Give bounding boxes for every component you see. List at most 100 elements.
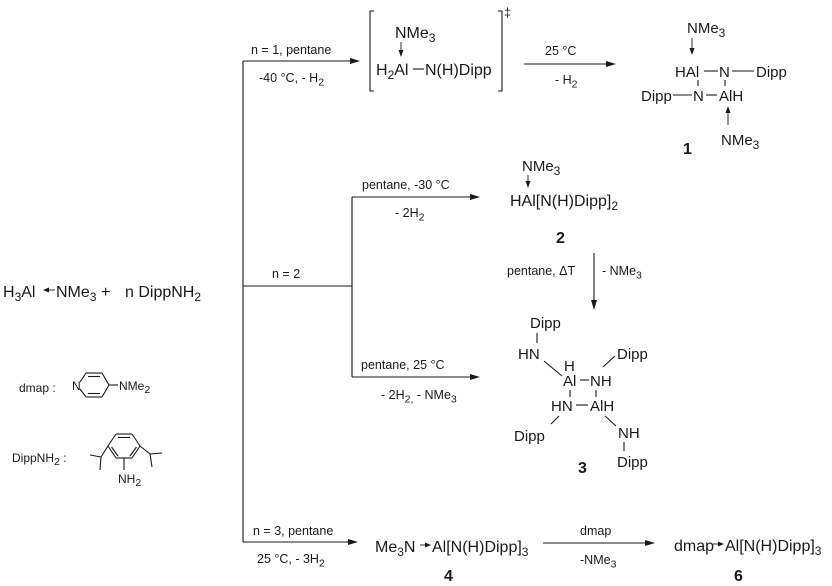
c3-bond-al-nh-bottom-right — [604, 415, 617, 427]
n2-lower-below-text-a: - 2H — [381, 388, 405, 402]
c4-formula: Me3N — [375, 539, 415, 559]
legend-dippnh2: DippNH2 : NH2 — [12, 433, 163, 489]
dippnh2-amine: NH2 — [118, 472, 141, 489]
right-bracket — [498, 10, 503, 92]
c1-top-amine: NMe3 — [687, 20, 726, 40]
dippnh2-label: DippNH2 : — [12, 451, 67, 468]
arrow-int-to-1-head-icon — [606, 61, 616, 67]
arrow-n3-head-icon — [348, 539, 358, 545]
c1-top-dative-arrowhead-icon — [689, 48, 695, 55]
compound-4: Me3N Al[N(H)Dipp]3 4 — [375, 539, 529, 585]
c1-bottom-amine-subscript: 3 — [753, 138, 760, 152]
c1-dipp-right: Dipp — [756, 64, 787, 81]
amine-subscript: 3 — [90, 290, 97, 304]
plus-sign: + — [101, 284, 110, 301]
pyridine-ring-icon — [79, 372, 118, 398]
n2-lower-below-text-b: - NMe — [413, 388, 451, 402]
compound-6: dmap Al[N(H)Dipp]3 6 — [674, 538, 822, 585]
n2-lower-below-subscript-b: 3 — [451, 394, 457, 406]
c1-n-top: N — [719, 64, 730, 81]
c4-al-subscript: 3 — [522, 545, 529, 559]
int-al-text: Al — [394, 62, 408, 79]
c1-n-bottom: N — [693, 88, 704, 105]
arrow-2-to-3-head-icon — [591, 300, 597, 310]
int-to-1-conditions-below: - H2 — [555, 73, 578, 91]
c3-hn-bottom: HN — [551, 398, 573, 415]
ring-bond — [107, 445, 117, 459]
int-h-text: H — [376, 62, 388, 79]
c3-al-bottom: AlH — [590, 398, 614, 415]
n2-lower-below-subscript-a: 2, — [405, 394, 414, 406]
step-intermediate-to-1: 25 °C - H2 — [524, 44, 616, 91]
branch-labels: n = 1, pentane -40 °C, - H2 n = 2 pentan… — [251, 43, 457, 570]
step-2-to-3-right-text: - NMe — [602, 264, 636, 278]
int-to-1-below-text: - H — [555, 73, 572, 87]
c2-formula-text: HAl[N(H)Dipp] — [510, 193, 611, 210]
transition-dagger: ‡ — [504, 6, 511, 20]
dippnh2-amine-subscript: 2 — [135, 477, 141, 489]
compound-2-number: 2 — [556, 230, 565, 247]
reagent-text: n DippNH — [125, 284, 194, 301]
alane-h: H — [3, 284, 15, 301]
compound-6-number: 6 — [734, 568, 743, 585]
c3-dipp-bottom-right: Dipp — [617, 454, 648, 471]
ring-bond — [79, 388, 87, 398]
c4-me-text: Me — [375, 539, 397, 556]
dippnh2-label-colon: : — [60, 451, 67, 465]
amine-text: NMe — [56, 284, 90, 301]
compound-3-number: 3 — [578, 460, 587, 477]
c3-nh-top: NH — [590, 373, 612, 390]
ring-bond — [101, 384, 110, 398]
c1-bottom-amine-text: NMe — [721, 132, 753, 149]
compound-1: NMe3 HAl N Dipp Dipp N AlH NMe3 1 — [641, 20, 787, 158]
step-2-to-3-right-subscript: 3 — [636, 270, 642, 282]
int-amine-subscript: 3 — [429, 31, 436, 45]
intermediate-alh2: H2Al — [376, 62, 408, 82]
alane-amine-complex: H3Al — [3, 284, 35, 304]
step-2-to-3: pentane, ΔT - NMe3 — [507, 253, 642, 310]
c2-amine-subscript: 3 — [554, 164, 561, 178]
isopropyl-bond — [100, 445, 109, 458]
n1-below-text: -40 °C, - H — [259, 71, 318, 85]
isopropyl-methyl-bond — [99, 456, 102, 471]
n1-below-subscript: 2 — [318, 77, 324, 89]
ring-double-bond — [111, 446, 119, 457]
dipp-amine-reagent: n DippNH2 — [125, 284, 201, 304]
dippnh2-amine-text: NH — [118, 472, 135, 486]
ring-bond — [131, 445, 141, 459]
compound-1-number: 1 — [683, 141, 692, 158]
n3-conditions-above: n = 3, pentane — [253, 524, 333, 538]
arrow-4-to-6-head-icon — [645, 540, 655, 546]
int-to-1-below-subscript: 2 — [572, 79, 578, 91]
c3-dipp-bottom-left: Dipp — [514, 428, 545, 445]
dippnh2-label-subscript: 2 — [54, 456, 60, 468]
c1-al-top: HAl — [675, 64, 699, 81]
c2-amine-text: NMe — [522, 158, 554, 175]
c6-al-text: Al[N(H)Dipp] — [725, 538, 815, 555]
dmap-ring-n: N — [72, 379, 81, 393]
step-2-to-3-right: - NMe3 — [602, 264, 642, 282]
dmap-nme-text: NMe — [119, 379, 145, 393]
c2-formula-subscript: 2 — [611, 199, 618, 213]
c3-h-on-al: H — [564, 358, 575, 375]
n2-lower-conditions-below: - 2H2, - NMe3 — [381, 388, 457, 406]
c6-al-subscript: 3 — [815, 544, 822, 558]
c1-top-amine-text: NMe — [687, 20, 719, 37]
compound-3: Dipp HN H Al NH Dipp HN AlH Dipp NH Dipp… — [514, 315, 648, 477]
c1-bottom-amine: NMe3 — [721, 132, 760, 152]
c3-al-top: Al — [563, 373, 576, 390]
c4-aluminum-amide: Al[N(H)Dipp]3 — [432, 539, 529, 559]
c4-al-text: Al[N(H)Dipp] — [432, 539, 522, 556]
intermediate-top-amine: NMe3 — [395, 25, 436, 45]
dmap-label: dmap : — [19, 381, 56, 395]
c6-dmap-text: dmap — [674, 538, 714, 555]
n3-below-subscript: 2 — [319, 558, 325, 570]
int-h-subscript: 2 — [388, 68, 395, 82]
int-dative-arrowhead-icon — [398, 50, 404, 57]
c3-bond-nh-dipp-top-right — [602, 355, 616, 368]
ring-bond — [79, 372, 87, 383]
n3-conditions-below: 25 °C, - 3H2 — [257, 552, 325, 570]
c3-bond-hn-dipp-bottom-left — [550, 415, 560, 425]
n3-below-text: 25 °C, - 3H — [257, 552, 319, 566]
dative-arrowhead-icon — [43, 287, 49, 293]
